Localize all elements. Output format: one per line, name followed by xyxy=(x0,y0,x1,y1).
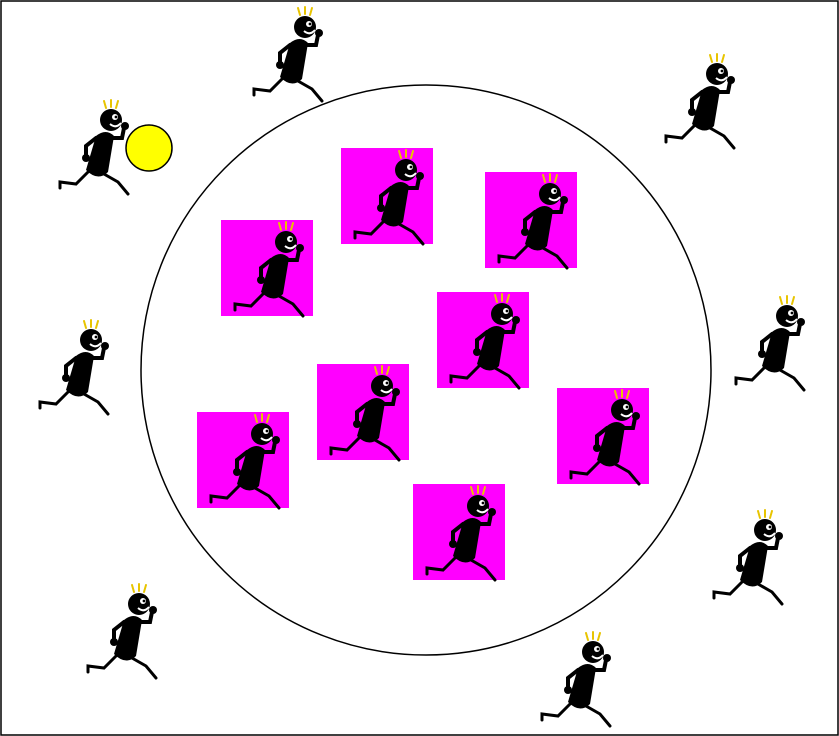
yellow-ball-icon xyxy=(126,125,172,171)
magenta-runner-tile xyxy=(557,388,649,484)
magenta-runner-tile xyxy=(485,172,577,268)
runner-icon xyxy=(736,296,805,390)
magenta-runner-tile xyxy=(221,220,313,316)
runner-icon xyxy=(60,100,129,194)
magenta-runner-tile xyxy=(197,412,289,508)
runner-icon xyxy=(666,54,735,148)
outside-runners xyxy=(40,7,805,726)
magenta-runner-tile xyxy=(341,148,433,244)
magenta-runner-tile xyxy=(437,292,529,388)
magenta-runner-tile xyxy=(413,484,505,580)
runner-icon xyxy=(714,510,783,604)
magenta-runner-tile xyxy=(317,364,409,460)
runner-icon xyxy=(254,7,323,101)
runner-icon xyxy=(542,632,611,726)
runner-icon xyxy=(88,584,157,678)
inside-runners xyxy=(197,148,649,580)
runner-icon xyxy=(40,320,109,414)
